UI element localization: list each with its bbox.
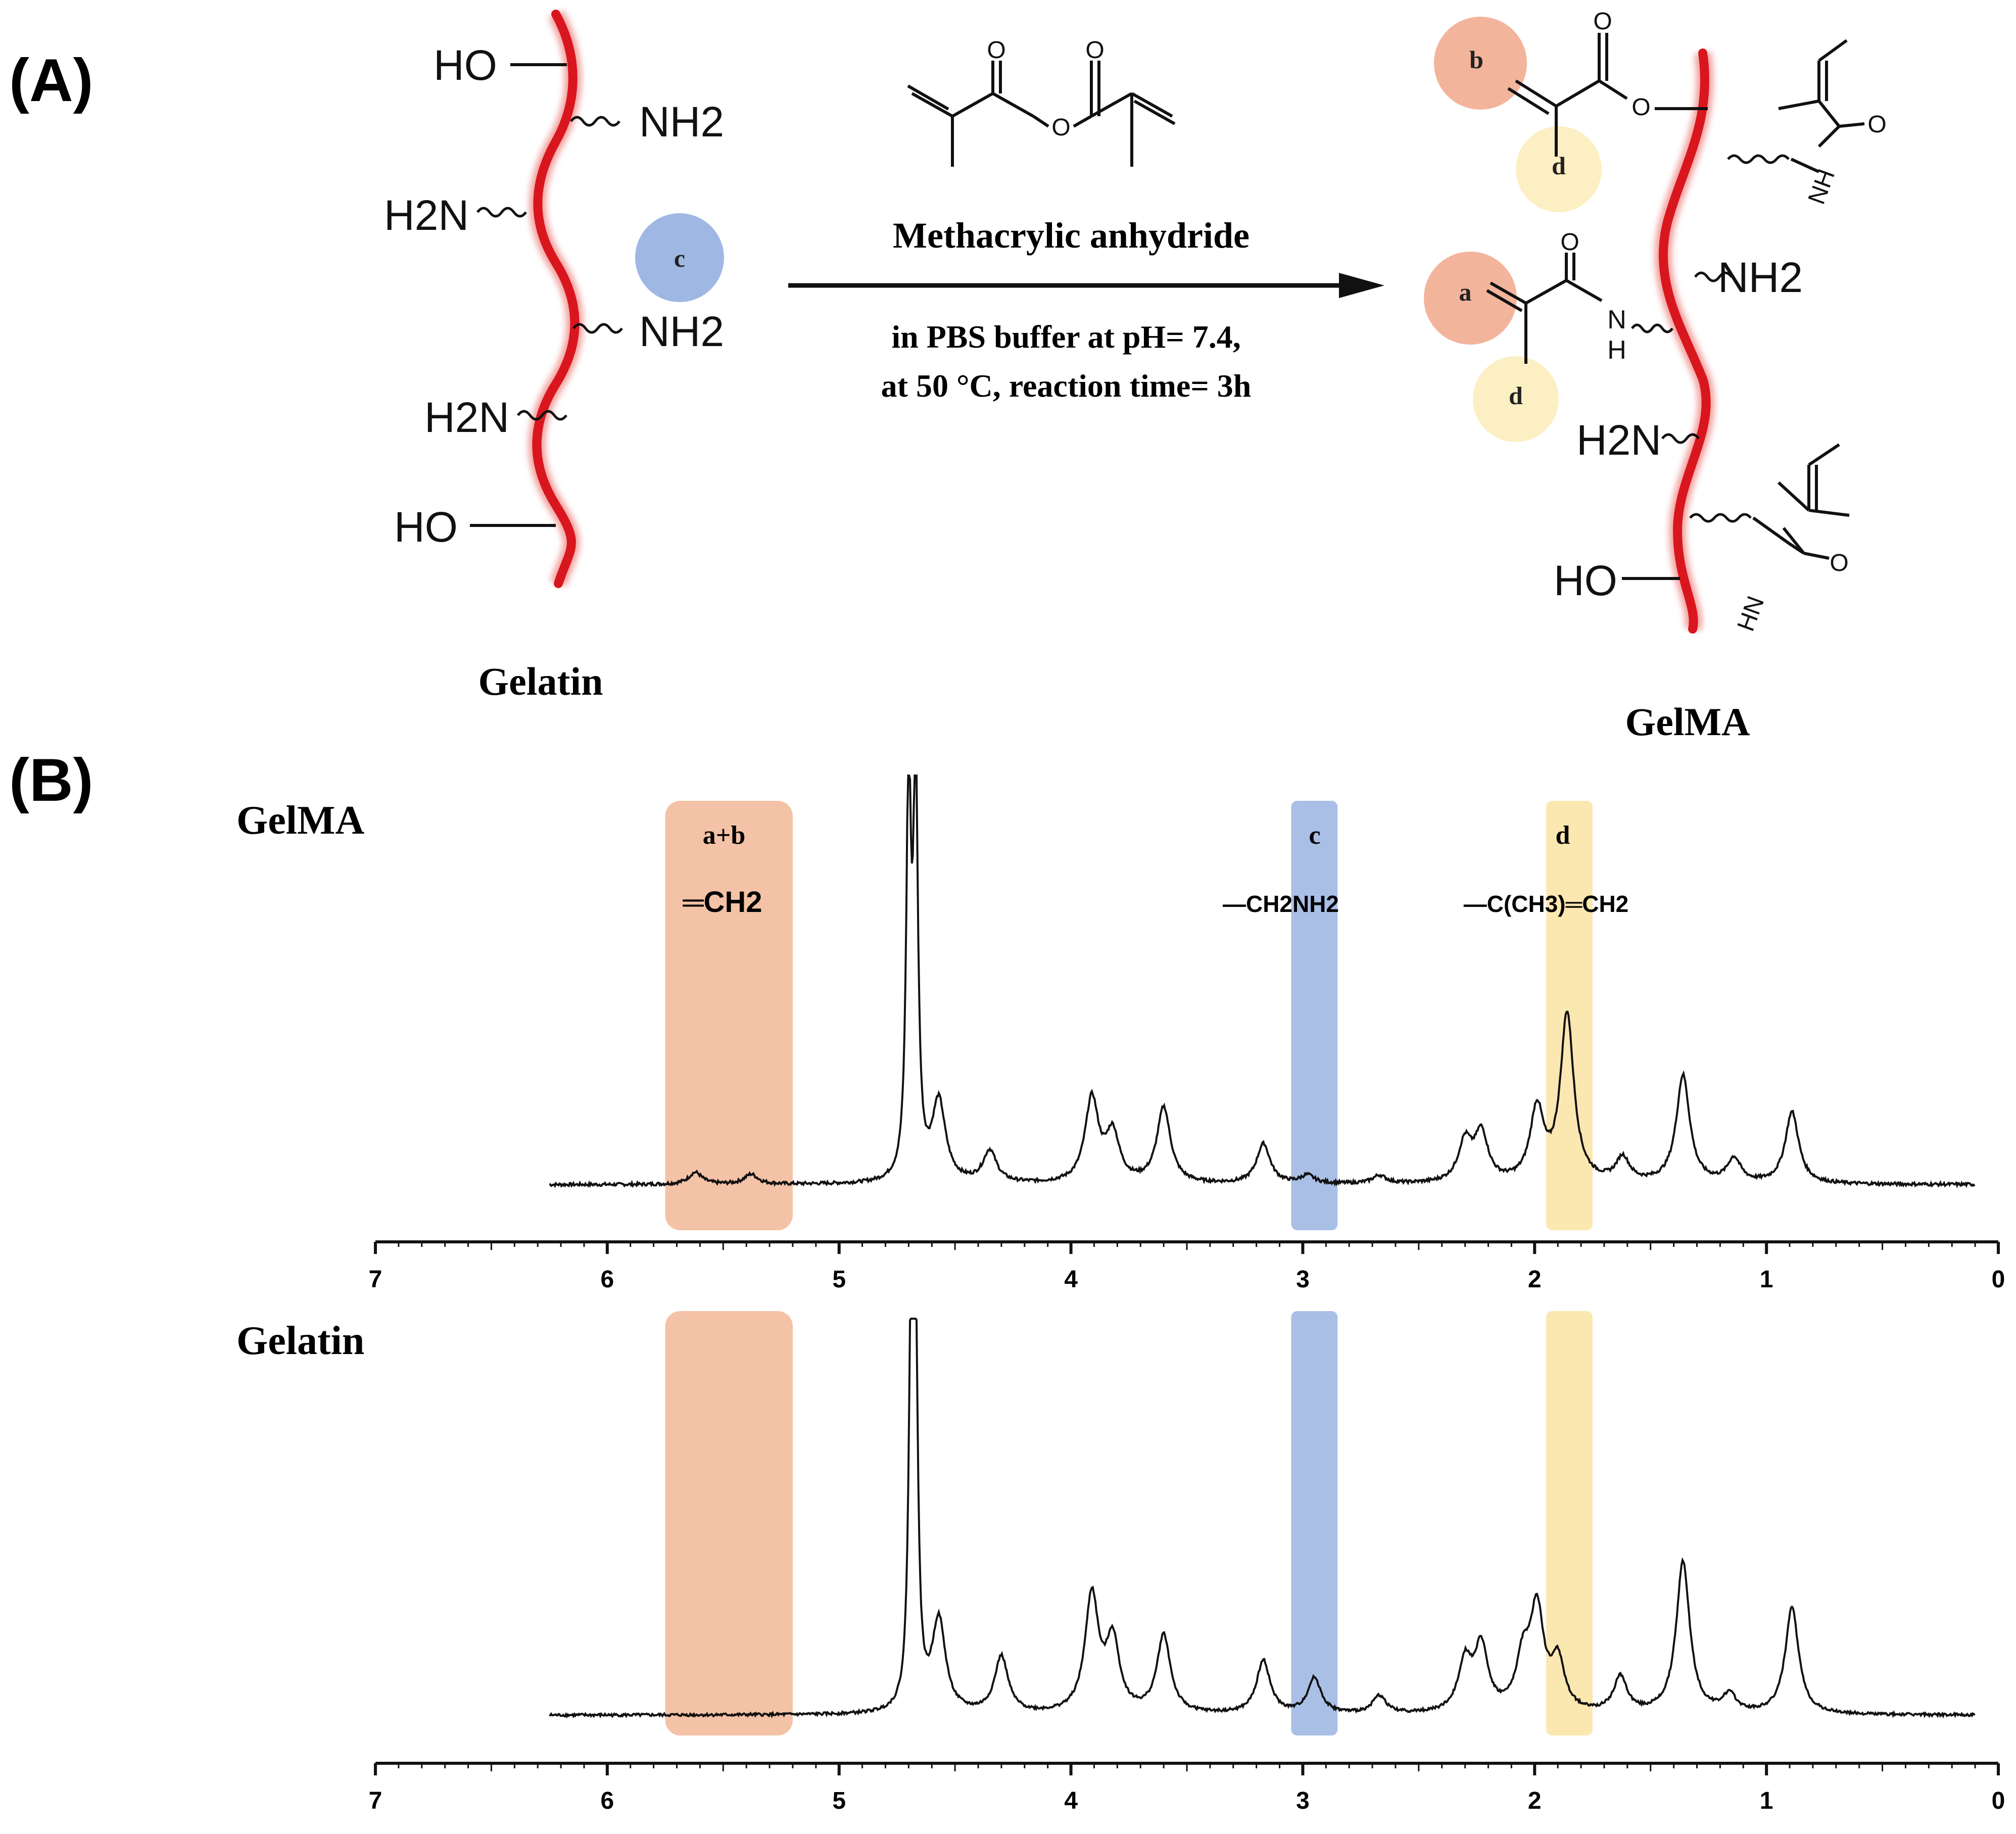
svg-text:O: O: [1085, 37, 1104, 64]
spectrum-gelatin-title: Gelatin: [236, 1319, 364, 1363]
gelatin-ho-bottom: HO: [394, 503, 458, 551]
region-d-label: d: [1556, 821, 1570, 850]
panel-label-b: (B): [9, 746, 93, 814]
spectrum-gelatin-line: [549, 1318, 1976, 1719]
spectrum-gelatin-axis: 7 6 5 4 3 2 1 0: [369, 1762, 2005, 1814]
anhydride-atoms: O O O: [987, 37, 1104, 141]
region-c-group: —CH2NH2: [1223, 891, 1339, 917]
spectrum-gelatin-regions: [665, 1311, 1593, 1735]
svg-text:O: O: [1631, 94, 1650, 121]
region-band-1: [1291, 801, 1338, 1230]
axis-tick-label: 5: [832, 1266, 846, 1293]
svg-text:O: O: [1867, 111, 1886, 138]
gelma-label: GelMA: [1625, 700, 1750, 744]
gelma-atom-labels: O O O N H O NH NH2 H2N O HN HO: [1554, 8, 1887, 635]
marker-a-label: a: [1459, 278, 1472, 306]
spectrum-gelatin: Gelatin 7 6 5 4 3 2 1 0: [236, 1311, 2005, 1814]
svg-text:O: O: [1830, 550, 1848, 576]
axis-tick-label: 5: [832, 1788, 846, 1814]
condition-line-1: in PBS buffer at pH= 7.4,: [891, 319, 1240, 355]
marker-c-label: c: [674, 244, 685, 272]
region-ab-label: a+b: [703, 821, 746, 850]
reaction-arrow: [788, 273, 1384, 298]
spectrum-gelma: GelMA a+b c d ═CH2 —CH2NH2 —C(CH3)═CH2 7…: [236, 775, 2005, 1293]
svg-text:H: H: [1607, 335, 1626, 365]
marker-b-circle: [1434, 17, 1527, 110]
svg-text:NH: NH: [1803, 166, 1841, 208]
axis-tick-label: 7: [369, 1266, 382, 1293]
axis-tick-label: 3: [1296, 1266, 1310, 1293]
reagent-label: Methacrylic anhydride: [893, 215, 1250, 256]
axis-tick-label: 0: [1992, 1788, 2005, 1814]
region-ab-group: ═CH2: [682, 886, 762, 919]
gelatin-chain: [528, 10, 584, 588]
marker-d-label-1: d: [1552, 152, 1566, 180]
axis-tick-label: 0: [1992, 1266, 2005, 1293]
axis-tick-label: 4: [1064, 1266, 1078, 1293]
marker-d-label-2: d: [1509, 381, 1523, 410]
svg-text:O: O: [1593, 8, 1612, 35]
axis-tick-label: 6: [601, 1266, 614, 1293]
region-c-label: c: [1309, 821, 1320, 850]
gelatin-ho-top: HO: [434, 41, 497, 89]
gelma-nh2: NH2: [1718, 254, 1803, 301]
methacrylic-anhydride-structure: [907, 61, 1176, 167]
gelatin-nh2-2: NH2: [639, 308, 724, 355]
gelma-ho: HO: [1554, 557, 1617, 604]
region-band-2: [1546, 1311, 1593, 1735]
gelatin-h2n-2: H2N: [424, 394, 509, 441]
gelma-structures: [1486, 33, 1865, 580]
region-band-0: [665, 1311, 793, 1735]
gelma-h2n: H2N: [1576, 416, 1661, 464]
spectrum-gelma-axis: 7 6 5 4 3 2 1 0: [369, 1240, 2005, 1293]
gelatin-label: Gelatin: [478, 659, 603, 703]
gelatin-substituents: HO NH2 H2N NH2 H2N HO: [384, 41, 724, 551]
gelatin-nh2-1: NH2: [639, 98, 724, 146]
svg-text:O: O: [1051, 114, 1070, 141]
svg-text:HN: HN: [1733, 593, 1770, 635]
svg-text:O: O: [1560, 229, 1579, 256]
axis-tick-label: 3: [1296, 1788, 1310, 1814]
axis-tick-label: 2: [1528, 1788, 1542, 1814]
marker-b-label: b: [1469, 45, 1483, 74]
marker-a-circle: [1424, 252, 1517, 345]
svg-text:N: N: [1607, 305, 1626, 334]
region-d-group: —C(CH3)═CH2: [1464, 891, 1629, 917]
gelma-chain: [1654, 49, 1715, 634]
spectrum-gelma-line: [549, 775, 1976, 1189]
svg-text:O: O: [987, 37, 1005, 64]
region-band-1: [1291, 1311, 1338, 1735]
condition-line-2: at 50 °C, reaction time= 3h: [881, 368, 1252, 404]
spectrum-gelma-title: GelMA: [236, 798, 364, 843]
panel-label-a: (A): [9, 46, 93, 114]
region-band-0: [665, 801, 793, 1230]
marker-c-circle: [635, 213, 724, 302]
axis-tick-label: 6: [601, 1788, 614, 1814]
axis-tick-label: 7: [369, 1788, 382, 1814]
marker-d-circle-1: [1516, 126, 1602, 212]
axis-tick-label: 2: [1528, 1266, 1542, 1293]
axis-tick-label: 4: [1064, 1788, 1078, 1814]
gelatin-h2n-1: H2N: [384, 191, 469, 239]
axis-tick-label: 1: [1760, 1788, 1773, 1814]
marker-d-circle-2: [1473, 356, 1559, 442]
axis-tick-label: 1: [1760, 1266, 1773, 1293]
